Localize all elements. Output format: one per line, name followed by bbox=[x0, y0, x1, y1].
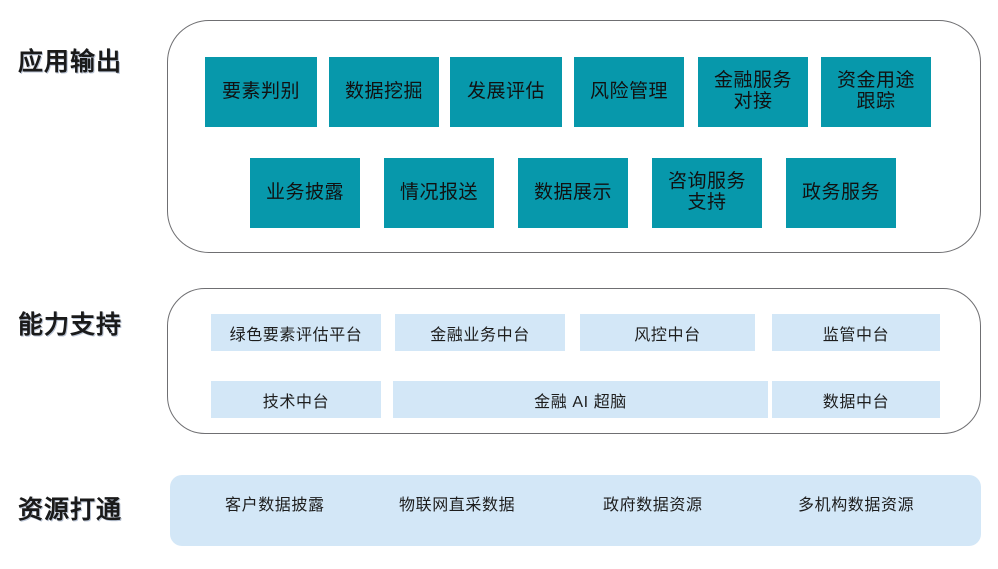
app-output-tile-yewupilu[interactable]: 业务披露 bbox=[250, 158, 360, 228]
capability-tile-regulatory-midend[interactable]: 监管中台 bbox=[772, 314, 940, 351]
capability-tile-finance-ai-brain[interactable]: 金融 AI 超脑 bbox=[393, 381, 768, 418]
app-output-tile-qingkuangbaosong[interactable]: 情况报送 bbox=[384, 158, 494, 228]
row-label-resource-integration: 资源打通 bbox=[18, 496, 123, 524]
capability-tile-finance-business-midend[interactable]: 金融业务中台 bbox=[395, 314, 565, 351]
capability-tile-technology-midend[interactable]: 技术中台 bbox=[211, 381, 381, 418]
app-output-tile-shujuwajue[interactable]: 数据挖掘 bbox=[329, 57, 439, 127]
resource-item-customer-data-disclosure[interactable]: 客户数据披露 bbox=[225, 497, 325, 514]
app-output-tile-zixunfuwuzhichi[interactable]: 咨询服务 支持 bbox=[652, 158, 762, 228]
resource-integration-container bbox=[170, 475, 981, 546]
app-output-tile-zhengwufuwu[interactable]: 政务服务 bbox=[786, 158, 896, 228]
resource-item-iot-direct-data[interactable]: 物联网直采数据 bbox=[399, 497, 516, 514]
row-label-capability-support: 能力支持 bbox=[18, 311, 123, 339]
resource-item-government-data-resource[interactable]: 政府数据资源 bbox=[603, 497, 703, 514]
capability-tile-risk-control-midend[interactable]: 风控中台 bbox=[580, 314, 755, 351]
app-output-tile-yaosupanbie[interactable]: 要素判别 bbox=[205, 57, 317, 127]
app-output-tile-zijinyongtugenzong[interactable]: 资金用途 跟踪 bbox=[821, 57, 931, 127]
app-output-tile-fazhanpinggu[interactable]: 发展评估 bbox=[450, 57, 562, 127]
row-label-application-output: 应用输出 bbox=[18, 48, 123, 76]
app-output-tile-fengxianguanli[interactable]: 风险管理 bbox=[574, 57, 684, 127]
capability-tile-data-midend[interactable]: 数据中台 bbox=[772, 381, 940, 418]
app-output-tile-shujuzhanshi[interactable]: 数据展示 bbox=[518, 158, 628, 228]
app-output-tile-jinrongfuwuduijie[interactable]: 金融服务 对接 bbox=[698, 57, 808, 127]
capability-tile-green-factor-platform[interactable]: 绿色要素评估平台 bbox=[211, 314, 381, 351]
resource-item-multi-institution-data-resource[interactable]: 多机构数据资源 bbox=[798, 497, 915, 514]
